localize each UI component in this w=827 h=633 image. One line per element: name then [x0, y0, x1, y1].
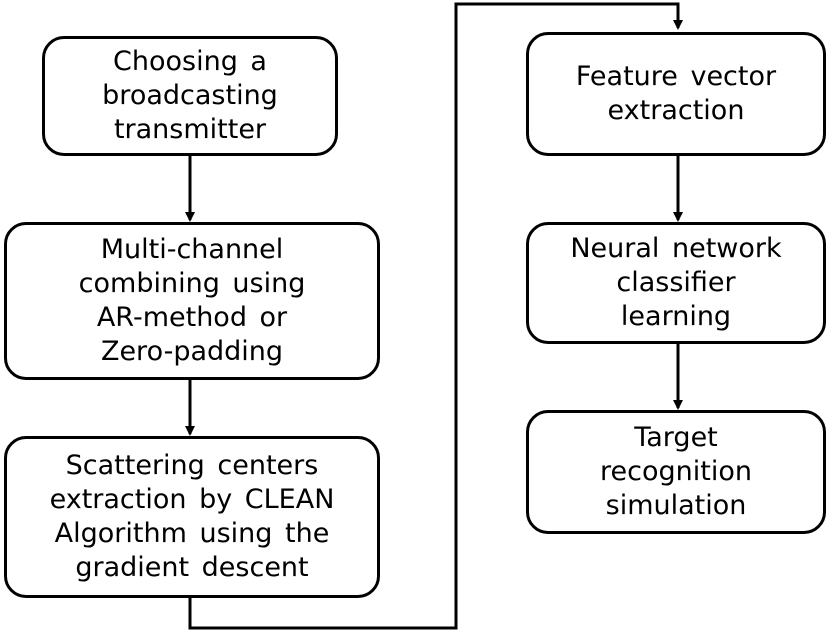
step-label: Neural network classifier learning [570, 233, 782, 332]
step-label: Scattering centers extraction by CLEAN A… [49, 450, 335, 583]
step-nn-learning: Neural network classifier learning [526, 222, 826, 344]
step-scattering-extraction: Scattering centers extraction by CLEAN A… [4, 436, 380, 598]
step-feature-extraction: Feature vector extraction [526, 32, 826, 156]
step-label: Choosing a broadcasting transmitter [102, 46, 278, 145]
step-label: Target recognition simulation [600, 422, 752, 521]
step-label: Feature vector extraction [575, 61, 777, 126]
step-choose-transmitter: Choosing a broadcasting transmitter [42, 36, 338, 156]
step-multi-channel-combining: Multi-channel combining using AR-method … [4, 222, 380, 380]
step-target-recognition: Target recognition simulation [526, 410, 826, 534]
connector-left-to-right-column [188, 2, 683, 630]
step-label: Multi-channel combining using AR-method … [78, 234, 306, 367]
